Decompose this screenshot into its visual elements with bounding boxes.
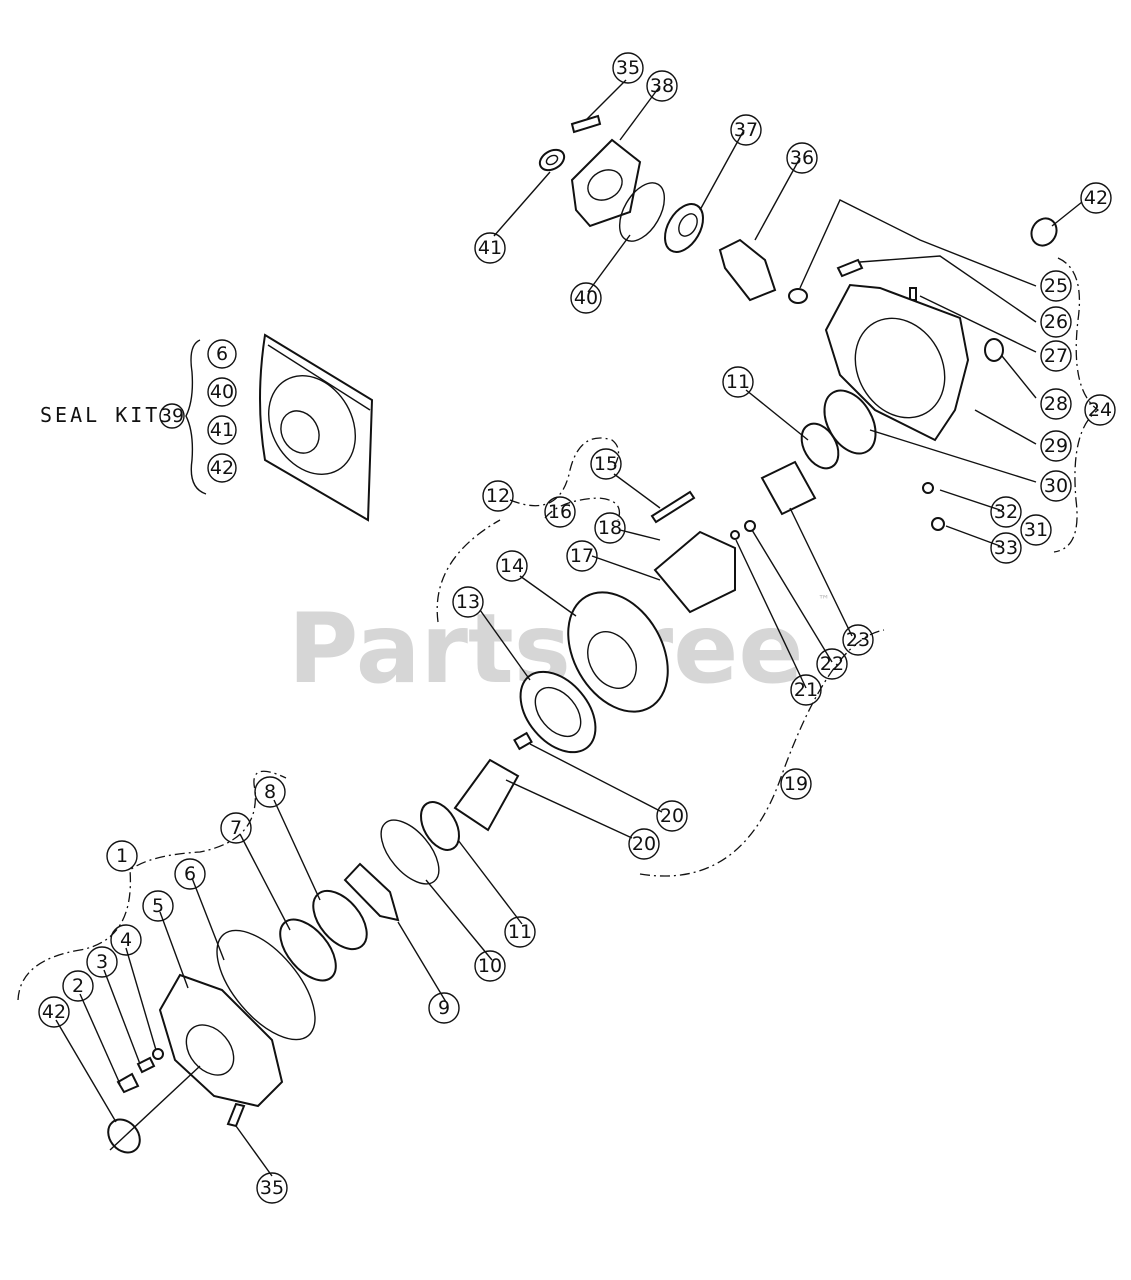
watermark-tm: ™ bbox=[818, 593, 830, 607]
ring-gear-14-icon bbox=[567, 591, 669, 713]
pin-28-icon bbox=[909, 287, 917, 301]
callout-36: 36 bbox=[790, 147, 814, 169]
seal-kit-brace bbox=[185, 339, 207, 495]
callout-40: 40 bbox=[574, 287, 598, 309]
callout-20: 20 bbox=[632, 833, 656, 855]
seal-8-icon bbox=[312, 889, 368, 951]
callout-22: 21 bbox=[794, 679, 818, 701]
callout-8: 8 bbox=[264, 781, 276, 803]
bearing-11-upper-icon bbox=[800, 422, 840, 470]
callout-38: 38 bbox=[650, 75, 674, 97]
seal-7-icon bbox=[279, 918, 337, 982]
callout-42-lower: 42 bbox=[42, 1001, 66, 1023]
washer-23-icon bbox=[744, 520, 756, 532]
callout-7: 7 bbox=[230, 817, 242, 839]
callout-34: 33 bbox=[994, 537, 1018, 559]
callout-17: 17 bbox=[570, 545, 594, 567]
seal-kit-bag-icon bbox=[259, 333, 374, 522]
sleeve-24-icon bbox=[760, 460, 817, 516]
cover-5-icon bbox=[158, 973, 284, 1108]
flange-plate-38-icon bbox=[570, 138, 642, 228]
plug-2-icon bbox=[116, 1072, 140, 1094]
callout-31: 30 bbox=[1044, 475, 1068, 497]
ball-4-icon bbox=[152, 1048, 164, 1060]
washer-33-icon bbox=[922, 482, 934, 494]
bearing-11-lower-icon bbox=[420, 801, 460, 851]
callout-9: 9 bbox=[438, 997, 450, 1019]
ring-10-icon bbox=[380, 819, 440, 885]
cage-17-icon bbox=[653, 530, 736, 614]
top-parts bbox=[107, 114, 1058, 1154]
seal-kit-block: SEAL KIT 39 6 40 41 42 bbox=[40, 333, 374, 522]
bolt-35-top-icon bbox=[570, 114, 602, 134]
callout-10: 10 bbox=[478, 955, 502, 977]
sleeve-20-icon bbox=[453, 758, 520, 832]
callout-1: 1 bbox=[116, 845, 128, 867]
callout-26: 25 bbox=[1044, 275, 1068, 297]
callout-23: 22 bbox=[820, 653, 844, 675]
callout-41: 41 bbox=[478, 237, 502, 259]
callout-11-upper: 11 bbox=[726, 371, 750, 393]
callouts: 35 38 37 36 41 40 42 25 26 27 28 24 29 3… bbox=[38, 52, 1116, 1204]
callout-25: 24 bbox=[1088, 399, 1112, 421]
callout-6: 6 bbox=[184, 863, 196, 885]
callout-5: 5 bbox=[152, 895, 164, 917]
gasket-9-icon bbox=[343, 862, 400, 922]
seal-kit-number-circle bbox=[159, 403, 185, 429]
callout-37: 37 bbox=[734, 119, 758, 141]
seal-kit-item-42: 42 bbox=[210, 457, 234, 479]
seal-42-top-icon bbox=[1030, 217, 1058, 247]
callout-15: 15 bbox=[594, 453, 618, 475]
pinion-shaft-36-icon bbox=[718, 238, 777, 302]
spring-3-icon bbox=[136, 1056, 156, 1074]
seal-kit-number: 39 bbox=[160, 405, 184, 427]
callout-42-top: 42 bbox=[1084, 187, 1108, 209]
callout-4: 4 bbox=[120, 929, 132, 951]
seal-kit-item-41: 41 bbox=[210, 419, 234, 441]
callout-11-lower: 11 bbox=[508, 921, 532, 943]
callout-14: 14 bbox=[500, 555, 524, 577]
bushing-26-icon bbox=[788, 288, 808, 304]
callout-27: 26 bbox=[1044, 311, 1068, 333]
callout-35-top: 35 bbox=[616, 57, 640, 79]
ring-22-icon bbox=[730, 530, 740, 540]
callout-28: 27 bbox=[1044, 345, 1068, 367]
plug-29-icon bbox=[984, 338, 1004, 362]
pin-21-icon bbox=[513, 731, 533, 751]
callout-2: 2 bbox=[72, 975, 84, 997]
callout-32: 31 bbox=[1024, 519, 1048, 541]
seal-kit-item-40: 40 bbox=[210, 381, 234, 403]
callout-21: 20 bbox=[660, 805, 684, 827]
callout-29: 28 bbox=[1044, 393, 1068, 415]
seal-kit-label: SEAL KIT bbox=[40, 403, 160, 427]
callout-12: 12 bbox=[486, 485, 510, 507]
oring-6-icon bbox=[216, 929, 316, 1041]
callout-33: 32 bbox=[994, 501, 1018, 523]
seal-41-icon bbox=[538, 148, 566, 172]
callout-19: 19 bbox=[784, 773, 808, 795]
seal-kit-item-6: 6 bbox=[216, 343, 228, 365]
leader-lines bbox=[17, 79, 1100, 1177]
housing-25-icon bbox=[824, 283, 970, 442]
bolt-35-lower-icon bbox=[226, 1102, 246, 1128]
callout-18: 18 bbox=[598, 517, 622, 539]
key-27-icon bbox=[836, 258, 864, 278]
pins-15-icon bbox=[650, 490, 696, 524]
callout-3: 3 bbox=[96, 951, 108, 973]
callout-16: 16 bbox=[548, 501, 572, 523]
bearing-37-icon bbox=[664, 203, 704, 253]
callout-13: 13 bbox=[456, 591, 480, 613]
nut-34-icon bbox=[931, 517, 945, 531]
callout-35-lower: 35 bbox=[260, 1177, 284, 1199]
callout-24: 23 bbox=[846, 629, 870, 651]
callout-30: 29 bbox=[1044, 435, 1068, 457]
